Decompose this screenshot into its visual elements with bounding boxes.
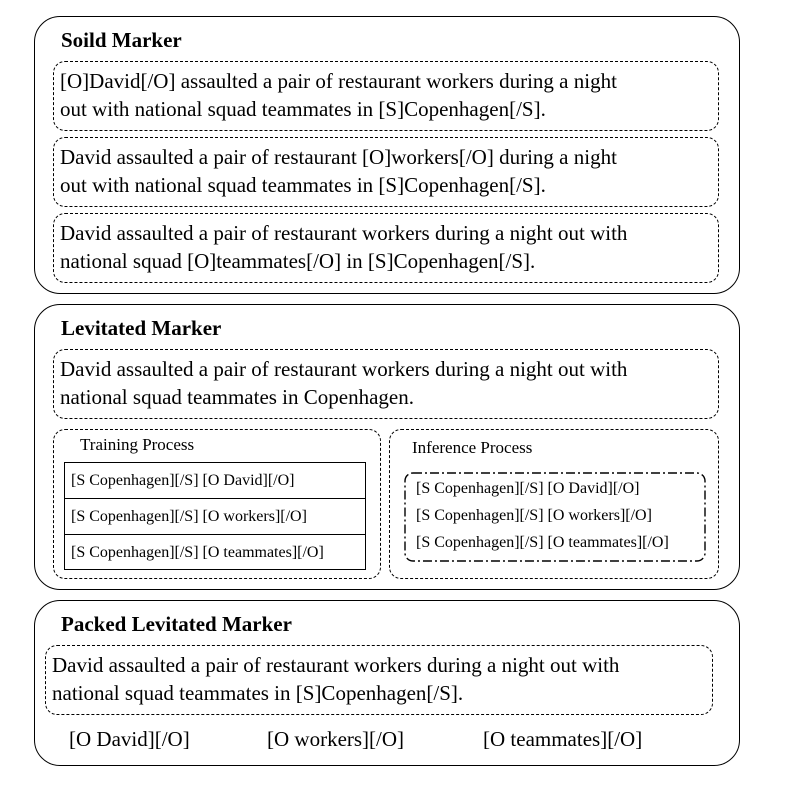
packed-levitated-marker-panel: Packed Levitated Marker David assaulted … [34, 600, 740, 766]
levitated-sentence-line-2: national squad teammates in Copenhagen. [60, 385, 414, 409]
inference-row: [S Copenhagen][/S] [O teammates][/O] [416, 534, 669, 551]
levitated-marker-title: Levitated Marker [61, 316, 222, 340]
levitated-sentence: David assaulted a pair of restaurant wor… [53, 349, 719, 419]
solid-marker-title: Soild Marker [61, 28, 182, 52]
inference-process-title: Inference Process [412, 438, 533, 457]
solid-sentence-1-line-1: [O]David[/O] assaulted a pair of restaur… [60, 69, 617, 93]
solid-sentence-3: David assaulted a pair of restaurant wor… [53, 213, 719, 283]
solid-marker-panel: Soild Marker [O]David[/O] assaulted a pa… [34, 16, 740, 294]
solid-sentence-3-line-1: David assaulted a pair of restaurant wor… [60, 221, 628, 245]
packed-sentence: David assaulted a pair of restaurant wor… [45, 645, 713, 715]
inference-rows-box: [S Copenhagen][/S] [O David][/O] [S Cope… [404, 472, 706, 562]
training-row: [S Copenhagen][/S] [O teammates][/O] [71, 544, 324, 561]
levitated-marker-panel: Levitated Marker David assaulted a pair … [34, 304, 740, 590]
training-row: [S Copenhagen][/S] [O workers][/O] [65, 499, 365, 535]
packed-object-marker: [O teammates][/O] [483, 727, 643, 751]
solid-sentence-1: [O]David[/O] assaulted a pair of restaur… [53, 61, 719, 131]
packed-sentence-line-2: national squad teammates in [S]Copenhage… [52, 681, 464, 705]
packed-object-marker: [O David][/O] [69, 727, 190, 751]
inference-row: [S Copenhagen][/S] [O David][/O] [416, 480, 640, 497]
solid-sentence-3-line-2: national squad [O]teammates[/O] in [S]Co… [60, 249, 536, 273]
packed-sentence-line-1: David assaulted a pair of restaurant wor… [52, 653, 620, 677]
levitated-sentence-line-1: David assaulted a pair of restaurant wor… [60, 357, 628, 381]
training-process-box: Training Process [S Copenhagen][/S] [O D… [53, 429, 381, 579]
inference-row: [S Copenhagen][/S] [O workers][/O] [416, 507, 652, 524]
solid-sentence-2-line-1: David assaulted a pair of restaurant [O]… [60, 145, 617, 169]
training-stack: [S Copenhagen][/S] [O David][/O] [S Cope… [64, 462, 366, 570]
dash-dot-border [404, 472, 706, 562]
solid-sentence-1-line-2: out with national squad teammates in [S]… [60, 97, 546, 121]
packed-levitated-marker-title: Packed Levitated Marker [61, 612, 292, 636]
training-process-title: Training Process [80, 435, 195, 454]
solid-sentence-2-line-2: out with national squad teammates in [S]… [60, 173, 546, 197]
packed-object-marker: [O workers][/O] [267, 727, 405, 751]
inference-process-box: Inference Process [S Copenhagen][/S] [O … [389, 429, 719, 579]
training-row: [S Copenhagen][/S] [O David][/O] [65, 463, 365, 499]
solid-sentence-2: David assaulted a pair of restaurant [O]… [53, 137, 719, 207]
